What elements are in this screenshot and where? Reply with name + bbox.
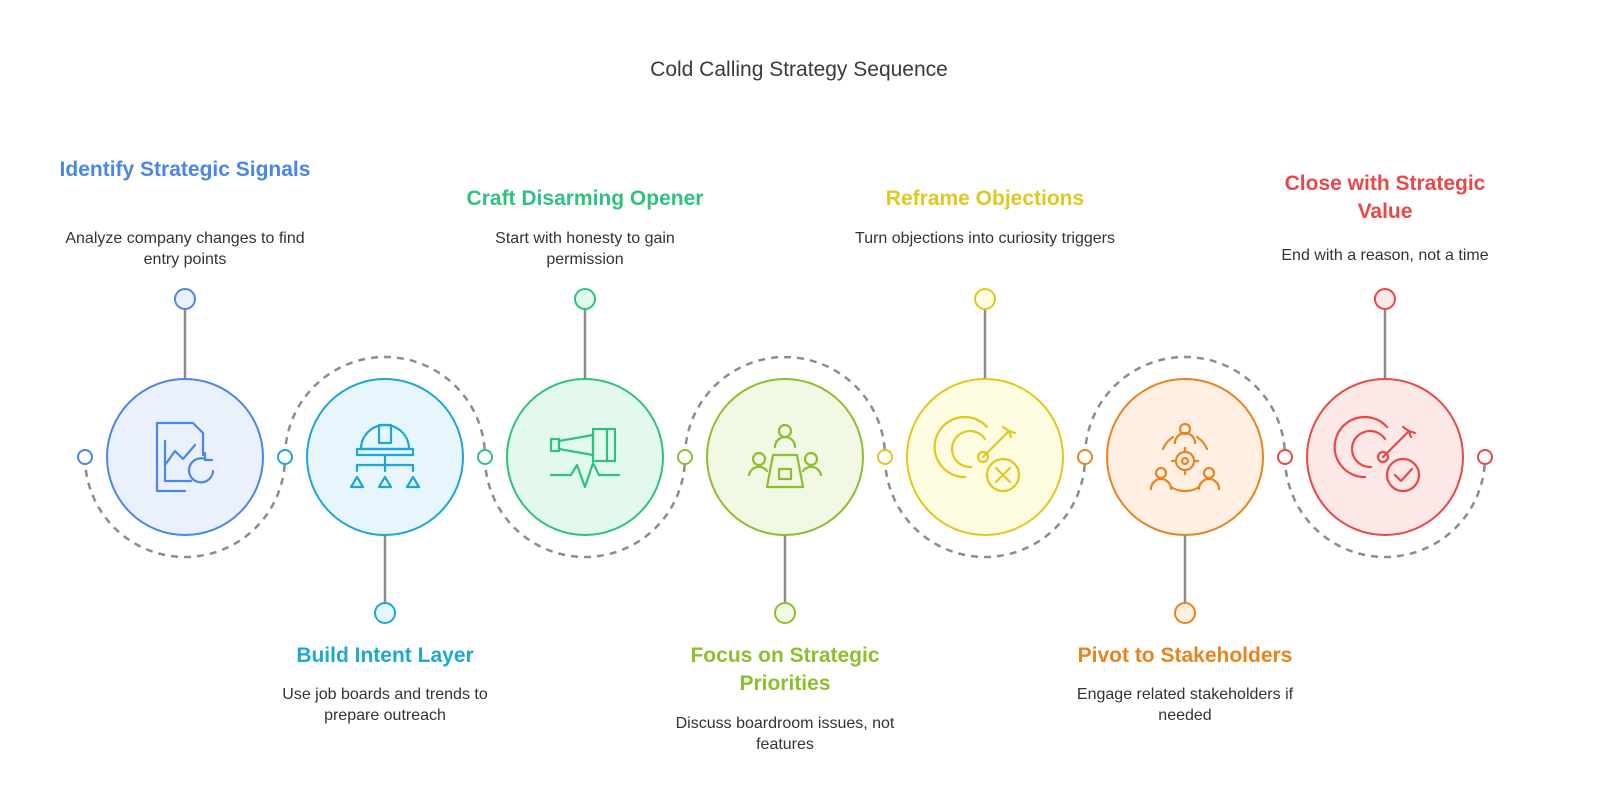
- step-7-title: Close with Strategic Value: [1284, 172, 1486, 223]
- document-chart-refresh-icon: [155, 421, 215, 493]
- step-4-node: [677, 355, 887, 624]
- step-4-endpoint: [774, 602, 796, 624]
- step-5-endpoint: [974, 288, 996, 310]
- step-4-dashed-arc: [683, 355, 887, 458]
- step-5-left-junction: [877, 449, 893, 465]
- step-7-dashed-arc: [1283, 456, 1487, 559]
- step-2-node: [277, 355, 487, 624]
- step-6-dashed-arc: [1083, 355, 1287, 458]
- step-6-left-junction: [1077, 449, 1093, 465]
- step-4-circle: [706, 378, 864, 536]
- stakeholders-gear-icon: [1149, 422, 1221, 493]
- step-3-left-junction: [477, 449, 493, 465]
- step-1-title: Identify Strategic Signals: [59, 158, 311, 181]
- step-1-endpoint: [174, 288, 196, 310]
- telescope-heartbeat-icon: [549, 427, 621, 489]
- target-cancel-icon: [933, 415, 1021, 493]
- step-6-title: Pivot to Stakeholders: [1077, 644, 1293, 667]
- step-2-endpoint: [374, 602, 396, 624]
- step-7-node: [1277, 288, 1493, 559]
- boardroom-meeting-icon: [747, 423, 823, 489]
- step-6-node: [1077, 355, 1287, 624]
- step-7-circle: [1306, 378, 1464, 536]
- step-7-description: End with a reason, not a time: [1281, 247, 1489, 264]
- step-6-endpoint: [1174, 602, 1196, 624]
- step-4-left-junction: [677, 449, 693, 465]
- step-4-description: Discuss boardroom issues, not features: [675, 715, 895, 753]
- step-1-node: [77, 288, 287, 559]
- target-check-icon: [1333, 415, 1421, 493]
- step-2-dashed-arc: [283, 355, 487, 458]
- step-5-dashed-arc: [883, 456, 1087, 559]
- page-title: Cold Calling Strategy Sequence: [650, 58, 948, 81]
- step-3-node: [477, 288, 687, 559]
- step-3-circle: [506, 378, 664, 536]
- step-5-title: Reframe Objections: [885, 187, 1085, 210]
- step-5-circle: [906, 378, 1064, 536]
- step-7-endpoint: [1374, 288, 1396, 310]
- step-4-title: Focus on Strategic Priorities: [690, 644, 880, 695]
- step-3-title: Craft Disarming Opener: [466, 187, 704, 210]
- step-7-left-junction: [1277, 449, 1293, 465]
- step-5-description: Turn objections into curiosity triggers: [855, 230, 1115, 247]
- step-2-title: Build Intent Layer: [296, 644, 474, 667]
- step-3-description: Start with honesty to gain permission: [495, 230, 675, 268]
- step-1-left-junction: [77, 449, 93, 465]
- step-3-dashed-arc: [483, 456, 687, 559]
- hardhat-hierarchy-icon: [349, 423, 421, 489]
- step-2-left-junction: [277, 449, 293, 465]
- step-6-description: Engage related stakeholders if needed: [1076, 686, 1294, 724]
- step-1-dashed-arc: [83, 456, 287, 559]
- step-7-right-junction: [1477, 449, 1493, 465]
- step-5-node: [877, 288, 1087, 559]
- step-1-description: Analyze company changes to find entry po…: [65, 230, 305, 268]
- step-3-endpoint: [574, 288, 596, 310]
- step-2-description: Use job boards and trends to prepare out…: [282, 686, 488, 724]
